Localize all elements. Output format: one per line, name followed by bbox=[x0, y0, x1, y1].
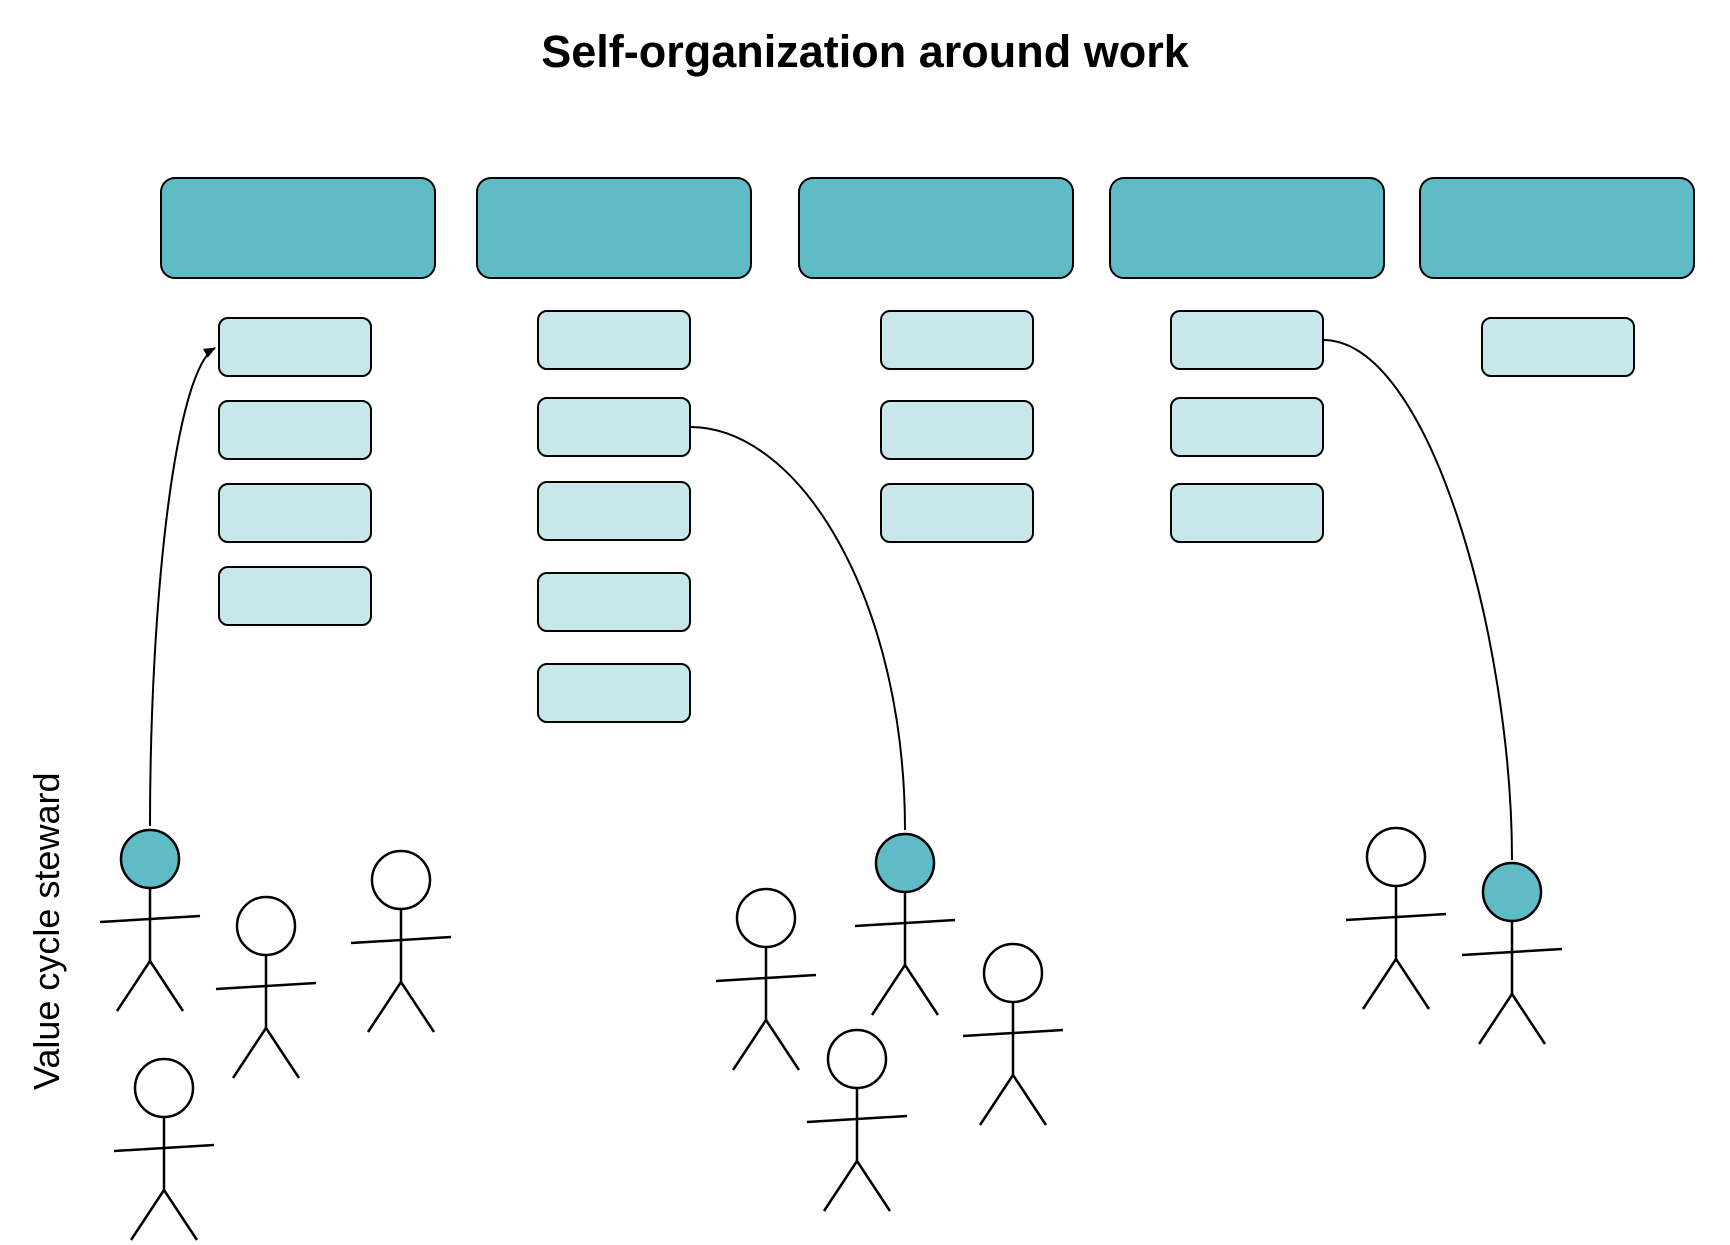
column-header-4 bbox=[1109, 177, 1385, 279]
work-item-2-2 bbox=[537, 397, 691, 457]
steward-figure bbox=[1461, 861, 1563, 1045]
work-item-3-2 bbox=[880, 400, 1034, 460]
people bbox=[99, 826, 1563, 1241]
member-figure bbox=[962, 942, 1064, 1126]
work-item-3-3 bbox=[880, 483, 1034, 543]
work-item-1-4 bbox=[218, 566, 372, 626]
work-item-4-2 bbox=[1170, 397, 1324, 457]
work-item-1-3 bbox=[218, 483, 372, 543]
column-header-1 bbox=[160, 177, 436, 279]
member-figure bbox=[715, 887, 817, 1071]
member-figure bbox=[806, 1028, 908, 1212]
steward-figure bbox=[99, 828, 201, 1012]
work-item-2-3 bbox=[537, 481, 691, 541]
column-header-2 bbox=[476, 177, 752, 279]
work-item-4-3 bbox=[1170, 483, 1324, 543]
work-item-5-1 bbox=[1481, 317, 1635, 377]
work-items bbox=[218, 310, 1635, 723]
work-item-4-1 bbox=[1170, 310, 1324, 370]
member-figure bbox=[1345, 826, 1447, 1010]
steward-figure bbox=[854, 832, 956, 1016]
link-curve-2 bbox=[689, 426, 906, 831]
work-item-2-4 bbox=[537, 572, 691, 632]
member-figure bbox=[350, 849, 452, 1033]
member-figure bbox=[113, 1057, 215, 1241]
link-arrow-1 bbox=[149, 347, 216, 827]
link-curve-3 bbox=[1322, 339, 1513, 861]
work-item-2-5 bbox=[537, 663, 691, 723]
column-headers bbox=[160, 177, 1695, 279]
links bbox=[149, 339, 1513, 861]
work-item-3-1 bbox=[880, 310, 1034, 370]
member-figure bbox=[215, 895, 317, 1079]
work-item-2-1 bbox=[537, 310, 691, 370]
work-item-1-1 bbox=[218, 317, 372, 377]
diagram-title: Self-organization around work bbox=[541, 26, 1189, 77]
column-header-5 bbox=[1419, 177, 1695, 279]
column-header-3 bbox=[798, 177, 1074, 279]
work-item-1-2 bbox=[218, 400, 372, 460]
